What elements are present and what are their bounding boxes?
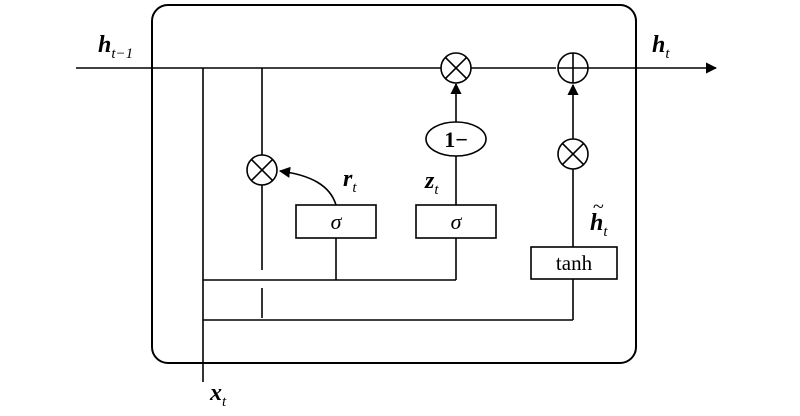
one-minus-label: 1− (444, 127, 468, 152)
sigma-update-box (415, 204, 497, 239)
label-h-tilde: ht (590, 210, 608, 240)
label-h-prev: ht−1 (98, 32, 133, 62)
tanh-box (530, 246, 618, 280)
candidate-multiply-op (557, 138, 589, 170)
label-x-in: xt (209, 380, 227, 410)
label-r: rt (343, 166, 357, 196)
one-minus-node (425, 121, 487, 157)
sigma-update-label: σ (451, 209, 463, 234)
tanh-label: tanh (556, 251, 593, 275)
reset-gate-arrow (278, 166, 337, 206)
sigma-reset-label: σ (331, 209, 343, 234)
update-multiply-op (440, 52, 472, 84)
label-z: zt (424, 168, 439, 198)
label-h-tilde-accent: ~ (593, 196, 604, 218)
cell-boundary (151, 4, 637, 364)
reset-multiply-op (246, 154, 278, 186)
sigma-reset-box (295, 204, 377, 239)
label-h-out: ht (652, 32, 670, 62)
add-op (557, 52, 589, 84)
